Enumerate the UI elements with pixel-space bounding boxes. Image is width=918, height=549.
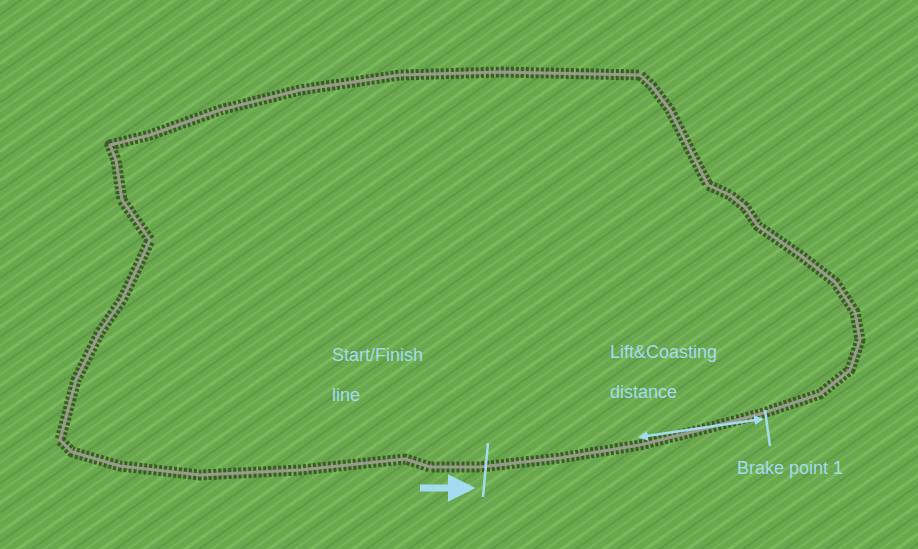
distance-label: Lift&Coasting distance bbox=[610, 332, 745, 412]
direction-arrow bbox=[420, 485, 470, 492]
start-finish-mark bbox=[483, 443, 488, 497]
brake-point-mark bbox=[765, 410, 770, 446]
start-finish-label: Start/Finish line bbox=[332, 335, 452, 415]
brake-point-label: Brake point 1 bbox=[737, 448, 843, 488]
race-track bbox=[60, 72, 860, 475]
distance-bracket bbox=[640, 419, 762, 437]
